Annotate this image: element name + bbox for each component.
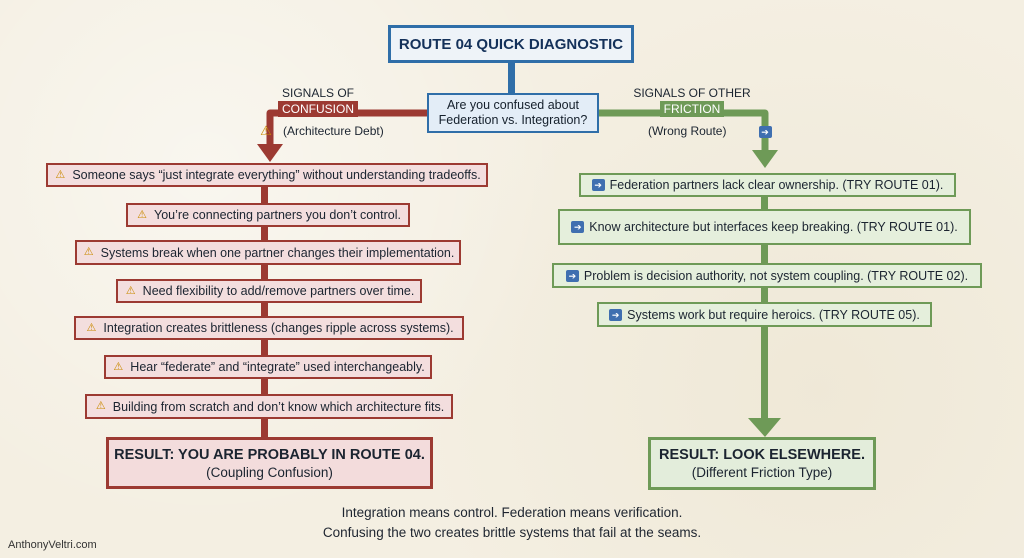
warning-icon: ⚠ xyxy=(95,400,106,412)
warning-icon: ⚠ xyxy=(55,168,66,181)
left-signal-7-text: Building from scratch and don’t know whi… xyxy=(112,399,445,414)
right-label-line-1: SIGNALS OF OTHER xyxy=(633,86,751,100)
left-branch-arrowhead xyxy=(257,144,283,162)
left-signal-2-text: You’re connecting partners you don’t con… xyxy=(154,208,401,222)
warning-icon: ⚠ xyxy=(83,246,94,258)
right-signal-4: ➔ Systems work but require heroics. (TRY … xyxy=(597,302,932,327)
left-signal-4-text: Need flexibility to add/remove partners … xyxy=(142,284,415,298)
warning-icon: ⚠ xyxy=(113,360,124,373)
right-label-line-2: FRICTION xyxy=(659,101,725,117)
left-signal-2: ⚠ You’re connecting partners you don’t co… xyxy=(126,203,410,227)
arrow-right-icon: ➔ xyxy=(757,123,773,138)
left-signal-4: ⚠ Need flexibility to add/remove partners… xyxy=(116,279,422,303)
right-result-box: RESULT: LOOK ELSEWHERE. (Different Frict… xyxy=(648,437,876,490)
left-label-line-1: SIGNALS OF xyxy=(281,86,355,100)
left-spine xyxy=(261,186,268,438)
warning-icon: ⚠ xyxy=(137,208,147,221)
right-signal-1-text: Federation partners lack clear ownership… xyxy=(609,178,944,192)
left-label-line-3: (Architecture Debt) xyxy=(283,124,384,138)
right-signal-4-text: Systems work but require heroics. (TRY R… xyxy=(627,307,920,322)
warning-icon: ⚠ xyxy=(260,123,272,138)
footer-line-1: Integration means control. Federation me… xyxy=(341,505,683,520)
left-result-title: RESULT: YOU ARE PROBABLY IN ROUTE 04. xyxy=(114,446,425,463)
left-signal-1-text: Someone says “just integrate everything”… xyxy=(72,168,481,182)
arrow-right-icon: ➔ xyxy=(565,269,579,282)
left-signal-7: ⚠ Building from scratch and don’t know wh… xyxy=(85,394,453,419)
right-branch-label: SIGNALS OF OTHER FRICTION xyxy=(622,85,762,117)
right-branch-arrowhead xyxy=(752,150,778,168)
right-signal-1: ➔ Federation partners lack clear ownershi… xyxy=(579,173,956,197)
left-signal-5-text: Integration creates brittleness (changes… xyxy=(103,321,454,335)
left-signal-5: ⚠ Integration creates brittleness (change… xyxy=(74,316,464,340)
left-signal-6-text: Hear “federate” and “integrate” used int… xyxy=(130,360,425,374)
footer-line-2: Confusing the two creates brittle system… xyxy=(322,525,702,540)
right-signal-3: ➔ Problem is decision authority, not syst… xyxy=(552,263,982,288)
left-result-box: RESULT: YOU ARE PROBABLY IN ROUTE 04. (C… xyxy=(106,437,433,489)
left-branch-label: SIGNALS OF CONFUSION xyxy=(258,85,378,117)
question-node: Are you confused about Federation vs. In… xyxy=(427,93,599,133)
left-signal-3: ⚠ Systems break when one partner changes … xyxy=(75,240,461,265)
warning-icon: ⚠ xyxy=(125,284,136,297)
right-signal-2-text: Know architecture but interfaces keep br… xyxy=(589,220,958,234)
question-line-1: Are you confused about xyxy=(446,98,580,112)
left-branch-line xyxy=(266,109,428,146)
left-signal-1: ⚠ Someone says “just integrate everything… xyxy=(46,163,488,187)
arrow-right-icon: ➔ xyxy=(609,308,623,321)
right-signal-3-text: Problem is decision authority, not syste… xyxy=(583,268,969,283)
right-branch-line xyxy=(598,109,769,152)
right-result-arrowhead xyxy=(748,418,781,437)
warning-icon: ⚠ xyxy=(86,321,97,334)
left-result-subtitle: (Coupling Confusion) xyxy=(206,464,333,480)
site-credit: AnthonyVeltri.com xyxy=(8,539,97,551)
right-label-line-3: (Wrong Route) xyxy=(648,124,727,138)
title-connector xyxy=(508,62,515,94)
right-signal-2: ➔ Know architecture but interfaces keep b… xyxy=(558,209,971,245)
left-signal-6: ⚠ Hear “federate” and “integrate” used in… xyxy=(104,355,432,379)
arrow-right-icon: ➔ xyxy=(591,179,605,191)
left-signal-3-text: Systems break when one partner changes t… xyxy=(100,245,455,260)
left-label-line-2: CONFUSION xyxy=(278,101,358,117)
arrow-right-icon: ➔ xyxy=(571,221,585,233)
right-result-subtitle: (Different Friction Type) xyxy=(691,465,833,480)
diagram-title: ROUTE 04 QUICK DIAGNOSTIC xyxy=(388,25,634,63)
right-result-title: RESULT: LOOK ELSEWHERE. xyxy=(659,447,865,463)
question-line-2: Federation vs. Integration? xyxy=(438,113,588,127)
